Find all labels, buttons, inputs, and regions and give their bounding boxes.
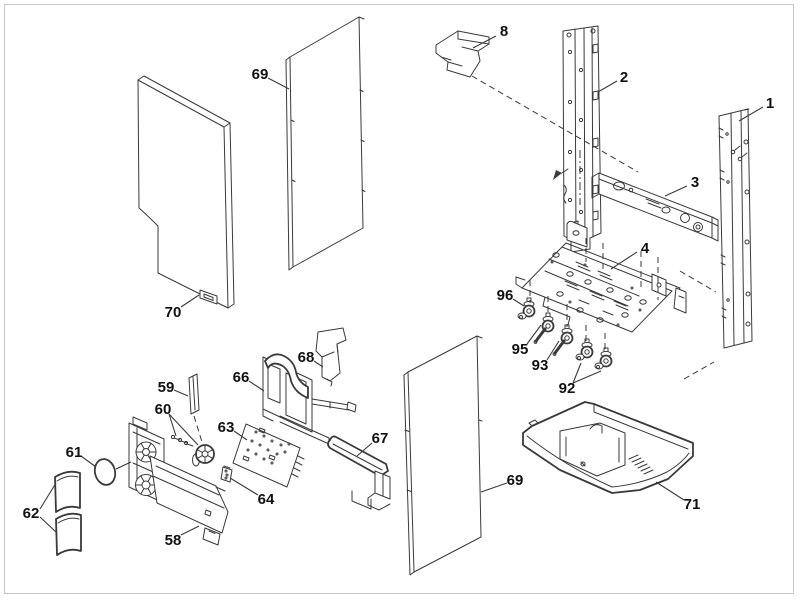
part-62-figure — [54, 470, 82, 556]
part-8-figure — [435, 30, 490, 78]
part-label-62: 62 — [23, 505, 40, 522]
part-label-63: 63 — [218, 419, 235, 436]
part-63-figure — [232, 423, 305, 488]
part-label-96: 96 — [497, 287, 514, 304]
part-71-figure — [522, 401, 694, 494]
part-93-figure — [551, 323, 574, 357]
part-60-figure — [170, 434, 215, 467]
callout-labels: 1 2 3 4 8 58 59 60 61 62 63 64 66 67 68 … — [23, 23, 775, 549]
part-label-4: 4 — [641, 240, 650, 257]
part-label-70: 70 — [165, 304, 182, 321]
part-label-93: 93 — [532, 357, 549, 374]
part-label-69-top: 69 — [252, 66, 269, 83]
part-label-92: 92 — [559, 380, 576, 397]
part-96-figure — [517, 297, 536, 320]
part-label-59: 59 — [158, 379, 175, 396]
part-4-figure — [515, 220, 687, 333]
part-61-figure — [93, 458, 117, 486]
part-label-1: 1 — [766, 95, 774, 112]
part-69-mid-figure — [403, 335, 483, 576]
part-95-figure — [532, 311, 555, 345]
part-label-2: 2 — [620, 69, 628, 86]
part-label-66: 66 — [233, 369, 250, 386]
part-label-64: 64 — [258, 491, 275, 508]
part-67-figure — [327, 435, 391, 511]
part-64-figure — [220, 465, 233, 483]
part-69-top-figure — [285, 16, 366, 271]
part-70-figure — [137, 75, 235, 309]
part-label-71: 71 — [684, 496, 701, 513]
part-label-8: 8 — [500, 23, 508, 40]
part-92-figure — [575, 338, 613, 370]
part-3-figure — [591, 172, 719, 242]
part-59-figure — [188, 373, 200, 415]
part-label-60: 60 — [155, 401, 172, 418]
diagram-border — [4, 4, 794, 594]
part-58-figure — [128, 416, 229, 546]
part-1-figure — [718, 108, 753, 349]
assembly-dashed-lines — [193, 75, 717, 443]
callout-leader-lines — [39, 35, 764, 536]
part-label-95: 95 — [512, 341, 529, 358]
part-label-58: 58 — [165, 532, 182, 549]
part-68-figure — [315, 327, 347, 387]
part-label-69-mid: 69 — [507, 472, 524, 489]
part-66-figure — [262, 353, 357, 445]
part-label-67: 67 — [372, 430, 389, 447]
part-label-3: 3 — [691, 174, 699, 191]
part-2-figure — [553, 25, 602, 253]
part-label-68: 68 — [298, 349, 315, 366]
part-label-61: 61 — [66, 444, 83, 461]
